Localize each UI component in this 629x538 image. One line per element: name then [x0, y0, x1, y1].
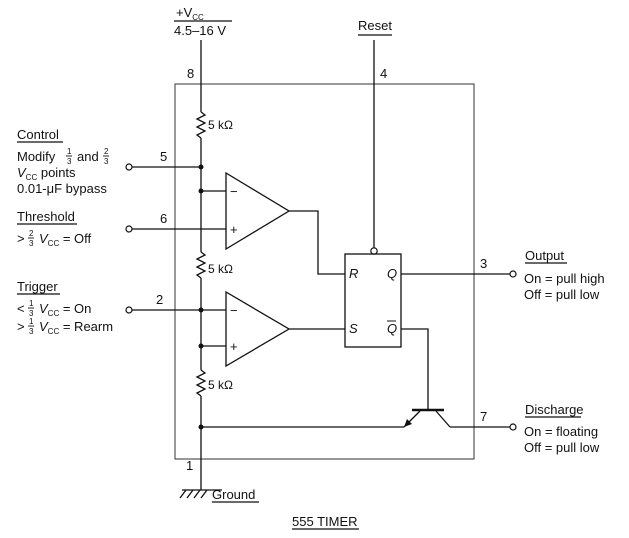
threshold-terminal	[125, 225, 133, 233]
svg-text:2: 2	[29, 229, 34, 238]
control-terminal	[125, 163, 133, 171]
chip-outline	[174, 83, 475, 460]
threshold-label: Threshold > 2 3 VCC = Off	[17, 209, 92, 248]
pin-8: 8	[187, 66, 194, 81]
resistor-1-label: 5 kΩ	[208, 118, 233, 132]
pin-5: 5	[160, 149, 167, 164]
transistor-emitter-arrow	[404, 419, 412, 427]
flip-flop	[344, 253, 402, 348]
ground-icon	[179, 489, 222, 499]
svg-text:1: 1	[29, 317, 34, 326]
control-text-2: VCC points	[17, 165, 76, 182]
control-title: Control	[17, 127, 59, 142]
output-off: Off = pull low	[524, 287, 600, 302]
output-title: Output	[525, 248, 564, 263]
trigger-text-1: VCC = On	[39, 301, 91, 318]
resistor-2	[195, 251, 207, 279]
lower-comparator	[225, 290, 291, 368]
qbar-to-base-wire	[401, 328, 429, 410]
trigger-frac-1: 1 3	[28, 299, 34, 318]
discharge-terminal	[509, 423, 517, 431]
control-text-1: Modify	[17, 149, 56, 164]
ff-r-label: R	[349, 266, 358, 281]
resistor-3-label: 5 kΩ	[208, 378, 233, 392]
reset-label: Reset	[358, 18, 392, 33]
discharge-on: On = floating	[524, 424, 598, 439]
pin-2: 2	[156, 292, 163, 307]
ground-label: Ground	[212, 487, 255, 502]
upper-comp-plus: +	[230, 222, 238, 237]
discharge-off: Off = pull low	[524, 440, 600, 455]
svg-text:1: 1	[29, 299, 34, 308]
control-frac-b: 2 3	[103, 147, 109, 166]
pin-4: 4	[380, 66, 387, 81]
upper-comp-output-wire	[289, 210, 345, 275]
control-frac-a: 1 3	[66, 147, 72, 166]
upper-comp-minus: −	[230, 184, 238, 199]
threshold-title: Threshold	[17, 209, 75, 224]
pin-1: 1	[186, 458, 193, 473]
svg-text:1: 1	[67, 147, 72, 156]
ff-q-label: Q	[387, 266, 397, 281]
trigger-op-1: <	[17, 301, 25, 316]
trigger-title: Trigger	[17, 279, 58, 294]
svg-text:2: 2	[104, 147, 109, 156]
control-and: and	[77, 149, 99, 164]
pin-6: 6	[160, 211, 167, 226]
svg-text:3: 3	[104, 157, 109, 166]
caption: 555 TIMER	[292, 514, 358, 529]
reset-inversion-bubble	[370, 247, 378, 255]
threshold-text: VCC = Off	[39, 231, 92, 248]
svg-text:3: 3	[29, 327, 34, 336]
control-text-3: 0.01-μF bypass	[17, 181, 107, 196]
trigger-op-2: >	[17, 319, 25, 334]
pin-7: 7	[480, 409, 487, 424]
upper-comparator	[225, 171, 291, 251]
svg-text:3: 3	[67, 157, 72, 166]
trigger-frac-2: 1 3	[28, 317, 34, 336]
output-on: On = pull high	[524, 271, 605, 286]
ff-qbar-label: Q	[387, 321, 397, 336]
svg-text:3: 3	[29, 239, 34, 248]
trigger-terminal	[125, 306, 133, 314]
lower-comp-minus: −	[230, 303, 238, 318]
control-label: Control Modify 1 3 and 2 3 VCC points 0.…	[17, 127, 109, 196]
output-terminal	[509, 270, 517, 278]
supply-label: +VCC 4.5–16 V	[174, 5, 232, 38]
threshold-frac: 2 3	[28, 229, 34, 248]
trigger-label: Trigger < 1 3 VCC = On > 1 3 VCC = Rearm	[17, 279, 113, 336]
pin-3: 3	[480, 256, 487, 271]
threshold-op: >	[17, 231, 25, 246]
resistor-2-label: 5 kΩ	[208, 262, 233, 276]
supply-vcc: +VCC	[176, 5, 204, 22]
transistor-collector	[435, 410, 451, 428]
supply-range: 4.5–16 V	[174, 23, 226, 38]
resistor-1	[195, 111, 207, 139]
lower-comp-plus: +	[230, 339, 238, 354]
trigger-text-2: VCC = Rearm	[39, 319, 113, 336]
svg-text:3: 3	[29, 309, 34, 318]
discharge-title: Discharge	[525, 402, 584, 417]
ff-s-label: S	[349, 321, 358, 336]
resistor-3	[195, 369, 207, 397]
